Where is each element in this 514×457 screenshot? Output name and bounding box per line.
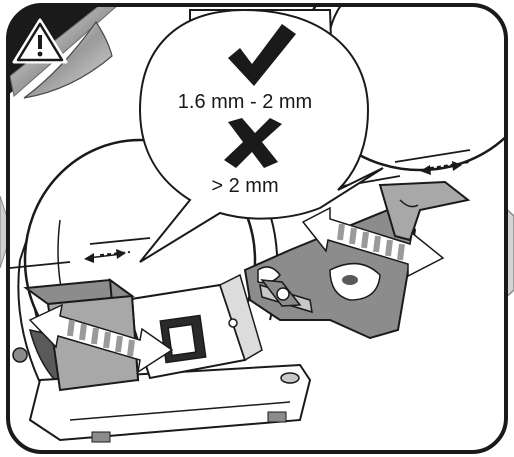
adjust-arrow-right xyxy=(301,206,445,278)
gap-arrow-right xyxy=(420,161,462,175)
wing-screw xyxy=(259,279,313,314)
adjust-arrow-left xyxy=(28,303,174,374)
gap-lines-left xyxy=(9,237,151,269)
warning-corner xyxy=(8,5,120,99)
side-nut xyxy=(12,347,28,363)
frame-border xyxy=(6,3,508,454)
gap-arrow-left xyxy=(84,249,126,263)
cross-mark-icon xyxy=(224,118,282,168)
bad-gap-label: > 2 mm xyxy=(211,175,278,197)
warning-triangle-icon xyxy=(12,18,68,64)
right-tool-rest xyxy=(378,180,471,242)
check-mark-icon xyxy=(228,24,296,86)
ok-gap-label: 1.6 mm - 2 mm xyxy=(178,91,312,113)
